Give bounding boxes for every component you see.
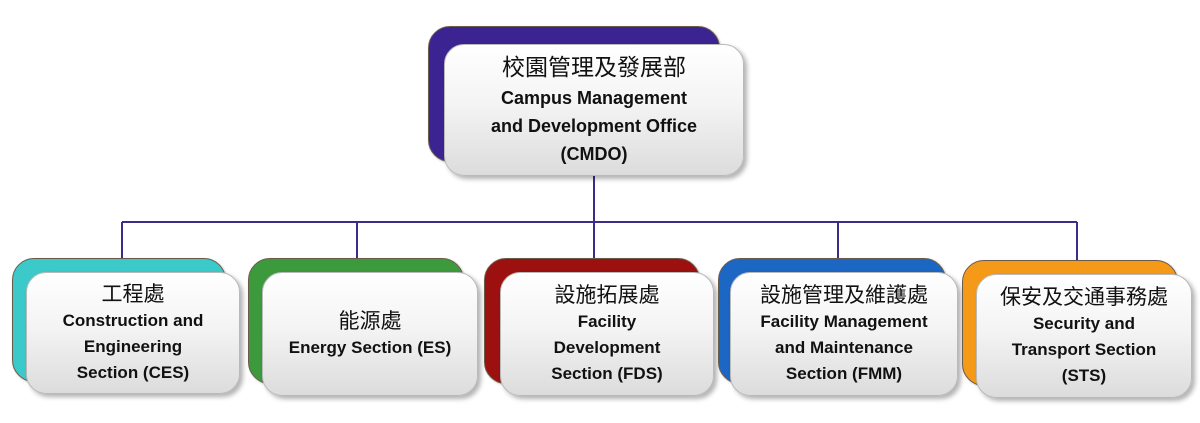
unit-sts-card: 保安及交通事務處 Security and Transport Section … [976,274,1192,398]
unit-fds: 設施拓展處 Facility Development Section (FDS) [484,258,716,398]
unit-es-chinese-name: 能源處 [338,309,402,333]
unit-ces: 工程處 Construction and Engineering Section… [12,258,242,396]
unit-fmm-english-name: Facility Management and Maintenance Sect… [760,312,928,383]
unit-es: 能源處 Energy Section (ES) [248,258,480,398]
unit-cmdo: 校園管理及發展部 Campus Management and Developme… [428,26,748,178]
unit-sts: 保安及交通事務處 Security and Transport Section … [962,260,1196,400]
unit-ces-card: 工程處 Construction and Engineering Section… [26,272,240,394]
unit-ces-english-name: Construction and Engineering Section (CE… [62,311,204,382]
unit-cmdo-chinese-name: 校園管理及發展部 [502,55,686,81]
unit-es-english-name: Energy Section (ES) [288,338,452,357]
unit-fmm: 設施管理及維護處 Facility Management and Mainten… [718,258,960,398]
unit-cmdo-card: 校園管理及發展部 Campus Management and Developme… [444,44,744,176]
unit-sts-english-name: Security and Transport Section (STS) [1011,314,1157,385]
unit-fds-chinese-name: 設施拓展處 [554,283,660,307]
unit-fds-card: 設施拓展處 Facility Development Section (FDS) [500,272,714,396]
unit-sts-chinese-name: 保安及交通事務處 [1000,285,1168,309]
unit-es-card: 能源處 Energy Section (ES) [262,272,478,396]
unit-fmm-card: 設施管理及維護處 Facility Management and Mainten… [730,272,958,396]
unit-fmm-chinese-name: 設施管理及維護處 [760,283,928,307]
unit-cmdo-english-name: Campus Management and Development Office… [490,88,698,164]
unit-fds-english-name: Facility Development Section (FDS) [551,312,663,383]
unit-ces-chinese-name: 工程處 [101,282,165,306]
